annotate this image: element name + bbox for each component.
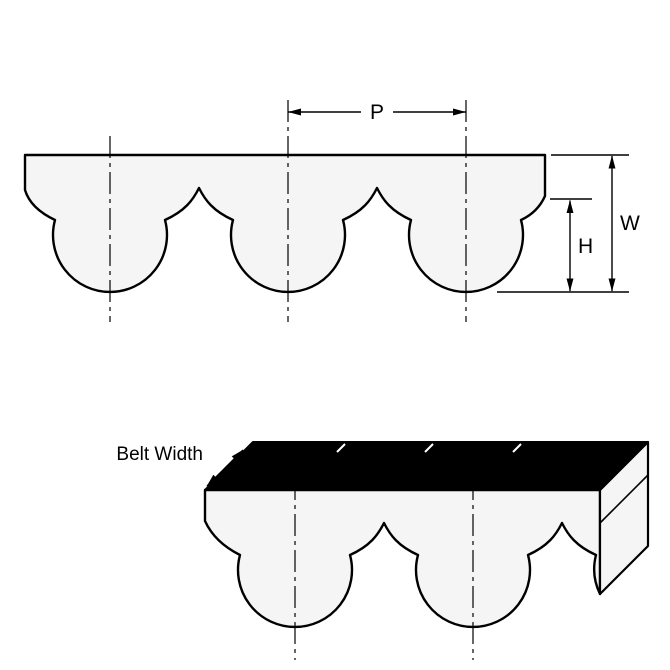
groove-tick-3 <box>512 443 522 453</box>
groove-tick-1 <box>336 443 346 453</box>
belt-tooth-profile <box>23 153 547 294</box>
pitch-dimension: P <box>287 101 467 124</box>
groove-tick-2 <box>424 443 434 453</box>
tooth-centerlines <box>109 100 467 322</box>
belt-width-annotation: Belt Width <box>116 444 244 487</box>
height-label: H <box>578 235 593 258</box>
width-label: W <box>620 212 640 235</box>
pitch-label: P <box>370 101 384 124</box>
belt-width-arrow <box>206 449 244 487</box>
width-dimension: W <box>497 154 640 293</box>
belt-3d-front-profile <box>203 488 602 629</box>
profile-section-view: P W H <box>23 100 640 322</box>
top-face-groove-ticks <box>336 443 522 453</box>
tooth-centerlines-3d <box>294 478 474 660</box>
belt-width-label: Belt Width <box>116 444 203 465</box>
end-face-root-line <box>599 474 649 524</box>
height-dimension: H <box>550 198 593 292</box>
perspective-view: Belt Width <box>116 440 650 660</box>
